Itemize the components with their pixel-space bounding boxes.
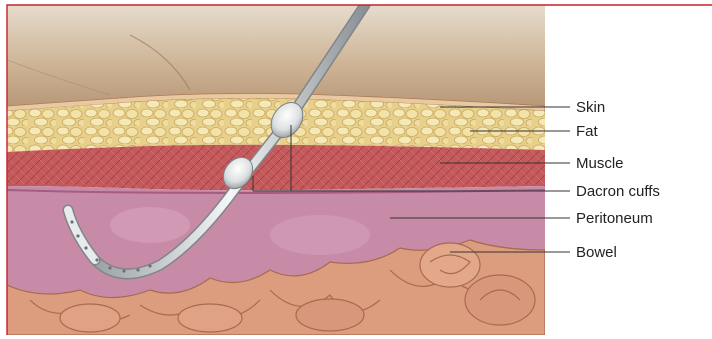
skin-surface (7, 5, 545, 106)
label-bowel: Bowel (576, 244, 617, 261)
label-skin: Skin (576, 99, 605, 116)
label-peritoneum: Peritoneum (576, 210, 653, 227)
anatomy-illustration (7, 5, 545, 335)
label-fat: Fat (576, 123, 599, 140)
label-dacron-cuffs: Dacron cuffs (576, 183, 660, 200)
muscle-layer (7, 145, 545, 191)
label-muscle: Muscle (576, 155, 624, 172)
